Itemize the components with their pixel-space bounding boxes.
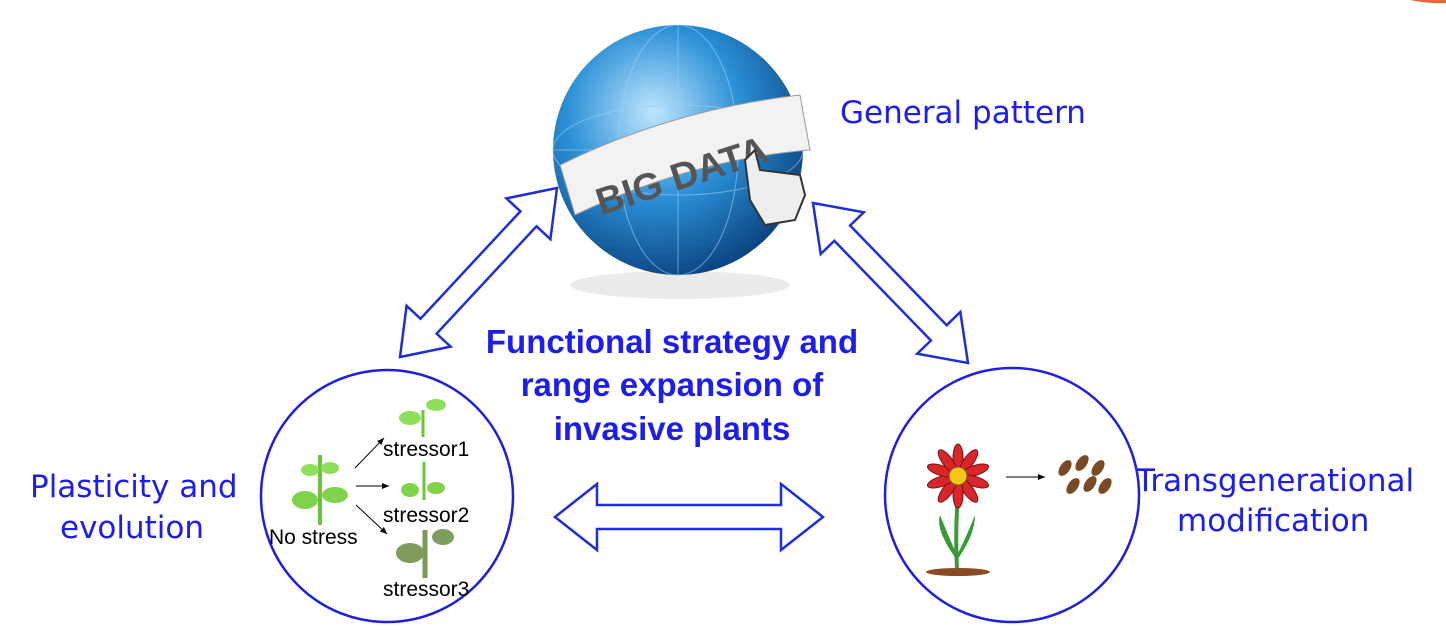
double-arrow-left-top	[398, 186, 559, 359]
transgenerational-label-line2: modification	[1177, 503, 1369, 539]
no-stress-label: No stress	[269, 526, 358, 549]
double-arrow-horizontal	[552, 481, 826, 553]
hand-cursor-icon	[743, 148, 807, 227]
stressor1-label: stressor1	[383, 438, 469, 461]
big-data-banner	[559, 94, 811, 216]
general-pattern-label: General pattern	[840, 95, 1086, 131]
double-arrow-right-top	[811, 201, 970, 365]
stressor2-label: stressor2	[383, 504, 469, 527]
center-title-line3: invasive plants	[554, 410, 791, 447]
arrow-to-stressor3	[355, 504, 388, 535]
stressor3-label: stressor3	[383, 578, 469, 601]
plant-stressor2-icon	[401, 462, 445, 500]
arrow-to-stressor1	[354, 437, 385, 469]
plant-stressor1-icon	[399, 399, 446, 437]
flower-icon	[926, 443, 990, 576]
transgenerational-circle	[883, 366, 1141, 624]
plasticity-circle	[259, 368, 515, 624]
big-data-globe: BIG DATA	[552, 24, 811, 299]
plant-no-stress-icon	[292, 455, 348, 525]
plasticity-label-line2: evolution	[60, 510, 204, 546]
center-title-line1: Functional strategy and	[486, 323, 858, 360]
plant-stressor3-icon	[396, 529, 454, 578]
center-title-line2: range expansion of	[521, 366, 825, 403]
plasticity-label-line1: Plasticity and	[30, 469, 238, 505]
seeds-icon	[1058, 455, 1112, 494]
transgenerational-label-line1: Transgenerational	[1135, 463, 1414, 499]
corner-fragment	[1410, 0, 1446, 4]
